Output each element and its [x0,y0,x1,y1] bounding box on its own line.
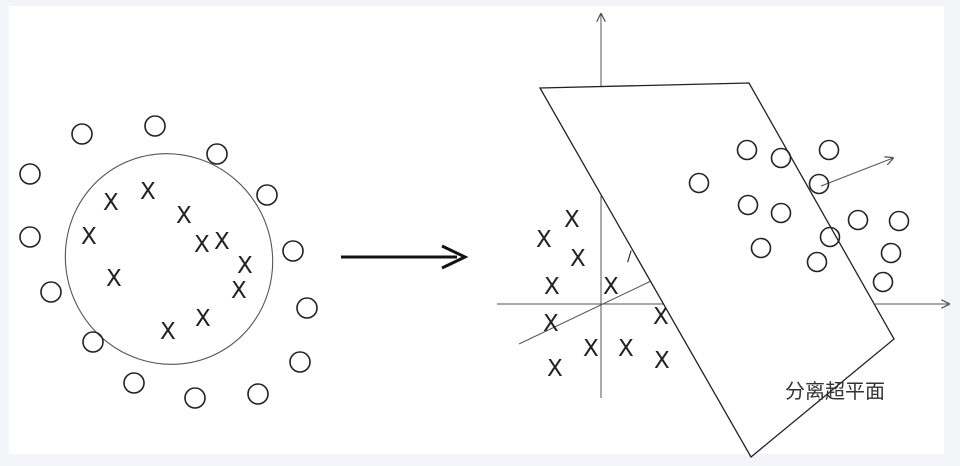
circle-marker [184,387,206,409]
circle-marker [282,240,304,262]
circle-marker [770,147,792,169]
circle-marker [736,139,758,161]
cross-marker: X [543,311,559,337]
cross-marker: X [583,336,599,362]
cross-marker: X [176,203,192,229]
cross-marker: X [237,253,253,279]
circle-marker [872,271,894,293]
cross-marker: X [214,229,230,255]
circle-marker [247,383,269,405]
outer-circles [19,115,318,409]
circle-marker [82,331,104,353]
circle-marker [40,281,62,303]
diagram-canvas: X X X X X X X X X X X [9,6,944,458]
circle-marker [19,163,41,185]
inner-crosses: X X X X X X X X X X X [81,179,253,345]
circle-marker [808,173,830,195]
diagonal-axis [518,280,652,345]
circle-marker [123,372,145,394]
circle-marker [19,226,41,248]
feature-space-panel: X X X X X X X X X X X / [497,14,949,458]
input-space-panel: X X X X X X X X X X X [19,115,318,409]
cross-marker: X [195,306,211,332]
circle-marker [737,194,759,216]
plane-left-crosses: X X X X X X X X X X X [536,207,670,382]
cross-marker: X [570,246,586,272]
cross-marker: X [140,179,156,205]
cross-marker: X [603,274,619,300]
diagonal-axis-upper [820,158,893,187]
circle-marker [806,251,828,273]
cross-marker: X [103,190,119,216]
cross-marker: X [81,224,97,250]
cross-marker: X [547,356,563,382]
circle-marker [256,184,278,206]
cross-marker: X [564,207,580,233]
circle-marker [71,123,93,145]
circle-marker [770,202,792,224]
cross-marker: X [653,304,669,330]
circle-marker [206,143,228,165]
circle-marker [296,297,318,319]
circle-marker [289,351,311,373]
cross-marker: X [618,336,634,362]
circle-marker [750,237,772,259]
cross-marker-partial: / [627,249,632,265]
cross-marker: X [194,232,210,258]
cross-marker: X [231,278,247,304]
cross-marker: X [544,274,560,300]
circle-marker [819,226,841,248]
cross-marker: X [160,319,176,345]
diagram-svg: X X X X X X X X X X X [19,6,960,458]
mapping-arrow [341,244,469,270]
circle-marker [818,139,840,161]
circle-marker [880,242,902,264]
cross-marker: X [106,266,122,292]
cross-marker: X [654,348,670,374]
circle-marker [144,115,166,137]
hyperplane-label: 分离超平面 [785,379,885,403]
plane-right-circles [688,139,910,293]
circle-marker [888,210,910,232]
cross-marker: X [536,227,552,253]
boundary-ellipse [64,153,274,365]
circle-marker [688,172,710,194]
circle-marker [847,209,869,231]
separating-hyperplane [538,82,895,458]
